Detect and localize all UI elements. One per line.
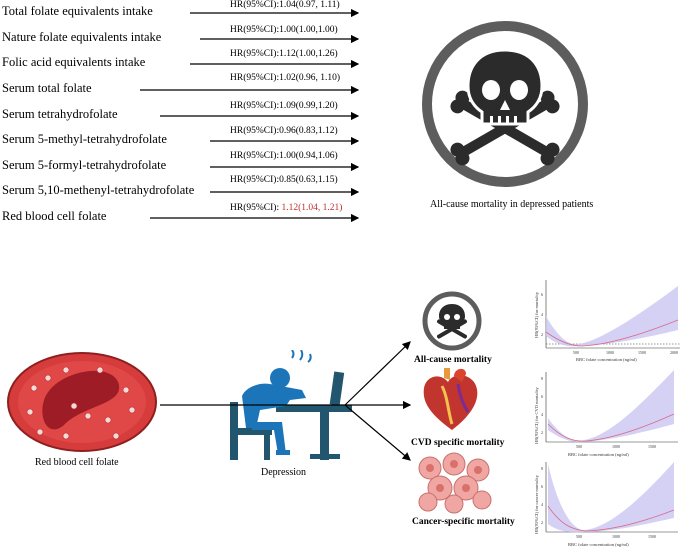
tick-label: 1000	[612, 534, 620, 539]
hr-text: HR(95%CI):1.02(0.96, 1.10)	[230, 73, 341, 83]
mini-chart-all-cause: 500 1000 1500 2000 2 4 6 HR(95%CI) for m…	[528, 276, 683, 368]
outcome-label-cancer: Cancer-specific mortality	[412, 517, 515, 527]
tick-label: 2000	[670, 350, 678, 355]
hr-text: HR(95%CI):1.00(0.94,1.06)	[230, 151, 338, 161]
tick-label: 1500	[638, 350, 646, 355]
tick-label: 2	[541, 332, 543, 337]
rbc-caption: Red blood cell folate	[35, 457, 119, 468]
hr-text: HR(95%CI):1.00(1.00,1.00)	[230, 25, 338, 35]
x-axis-label: RBC folate concentration (ng/ml)	[568, 452, 629, 457]
hr-text: HR(95%CI):1.04(0.97, 1.11)	[230, 0, 340, 10]
top-outcome-caption: All-cause mortality in depressed patient…	[430, 199, 594, 210]
tick-label: 500	[576, 534, 582, 539]
tick-label: 500	[573, 350, 579, 355]
exposure-label: Red blood cell folate	[2, 209, 107, 223]
x-axis-label: RBC folate concentration (ng/ml)	[568, 542, 629, 547]
tick-label: 4	[541, 312, 543, 317]
ci-band	[546, 286, 678, 347]
exposure-label: Nature folate equivalents intake	[2, 30, 162, 44]
red-blood-cell-icon	[7, 352, 157, 452]
x-axis-label: RBC folate concentration (ng/ml)	[576, 357, 637, 362]
outcome-label-cvd: CVD specific mortality	[411, 438, 505, 448]
exposure-label: Serum 5-methyl-tetrahydrofolate	[2, 132, 167, 146]
tick-label: 6	[541, 292, 543, 297]
exposure-label: Serum 5,10-methenyl-tetrahydrofolate	[2, 183, 195, 197]
cancer-cells-icon	[418, 452, 492, 514]
exposure-label: Folic acid equivalents intake	[2, 55, 146, 69]
exposure-label: Serum total folate	[2, 81, 92, 95]
arrow	[344, 341, 411, 406]
mini-chart-cancer: 500 1000 1500 2 4 6 8 HR(95%CI) for canc…	[528, 458, 683, 548]
outcome-label-all-cause: All-cause mortality	[414, 355, 492, 365]
pathway-arrows	[160, 341, 412, 461]
depressed-person-icon	[230, 350, 352, 460]
hr-text: HR(95%CI):1.12(1.00,1.26)	[230, 49, 338, 59]
exposure-label: Serum 5-formyl-tetrahydrofolate	[2, 158, 167, 172]
tick-label: 4	[541, 502, 543, 507]
hr-text: HR(95%CI):0.96(0.83,1.12)	[230, 126, 338, 136]
hr-text: HR(95%CI):0.85(0.63,1.15)	[230, 175, 338, 185]
tick-label: 6	[541, 484, 543, 489]
hr-curve	[547, 505, 675, 532]
tick-label: 4	[541, 412, 543, 417]
tick-label: 1000	[606, 350, 614, 355]
tick-label: 1000	[612, 444, 620, 449]
tick-label: 1500	[648, 444, 656, 449]
y-axis-label: HR(95%CI) for CVD mortality	[534, 387, 539, 444]
exposure-label: Total folate equivalents intake	[2, 4, 153, 18]
ci-band	[548, 462, 674, 533]
exposure-label: Serum tetrahydrofolate	[2, 107, 118, 121]
association-arrows	[140, 8, 360, 223]
tick-label: 8	[541, 376, 543, 381]
hr-text: HR(95%CI):1.09(0.99,1.20)	[230, 101, 338, 111]
y-axis-label: HR(95%CI) for cancer mortality	[534, 475, 539, 534]
tick-label: 6	[541, 394, 543, 399]
mini-chart-cvd: 500 1000 1500 2 4 6 8 HR(95%CI) for CVD …	[528, 368, 683, 460]
ci-band	[548, 370, 674, 443]
hr-curve	[547, 413, 675, 442]
hr-curve	[545, 319, 679, 347]
heart-icon	[423, 368, 478, 430]
hr-text: HR(95%CI): 1.12(1.04, 1.21)	[230, 203, 343, 213]
tick-label: 2	[541, 430, 543, 435]
tick-label: 2	[541, 520, 543, 525]
depression-caption: Depression	[261, 467, 306, 478]
skull-small-icon	[422, 291, 482, 351]
skull-icon	[422, 21, 588, 187]
tick-label: 1500	[648, 534, 656, 539]
tick-label: 500	[576, 444, 582, 449]
arrow	[344, 404, 411, 461]
y-axis-label: HR(95%CI) for mortality	[534, 292, 539, 338]
tick-label: 8	[541, 466, 543, 471]
